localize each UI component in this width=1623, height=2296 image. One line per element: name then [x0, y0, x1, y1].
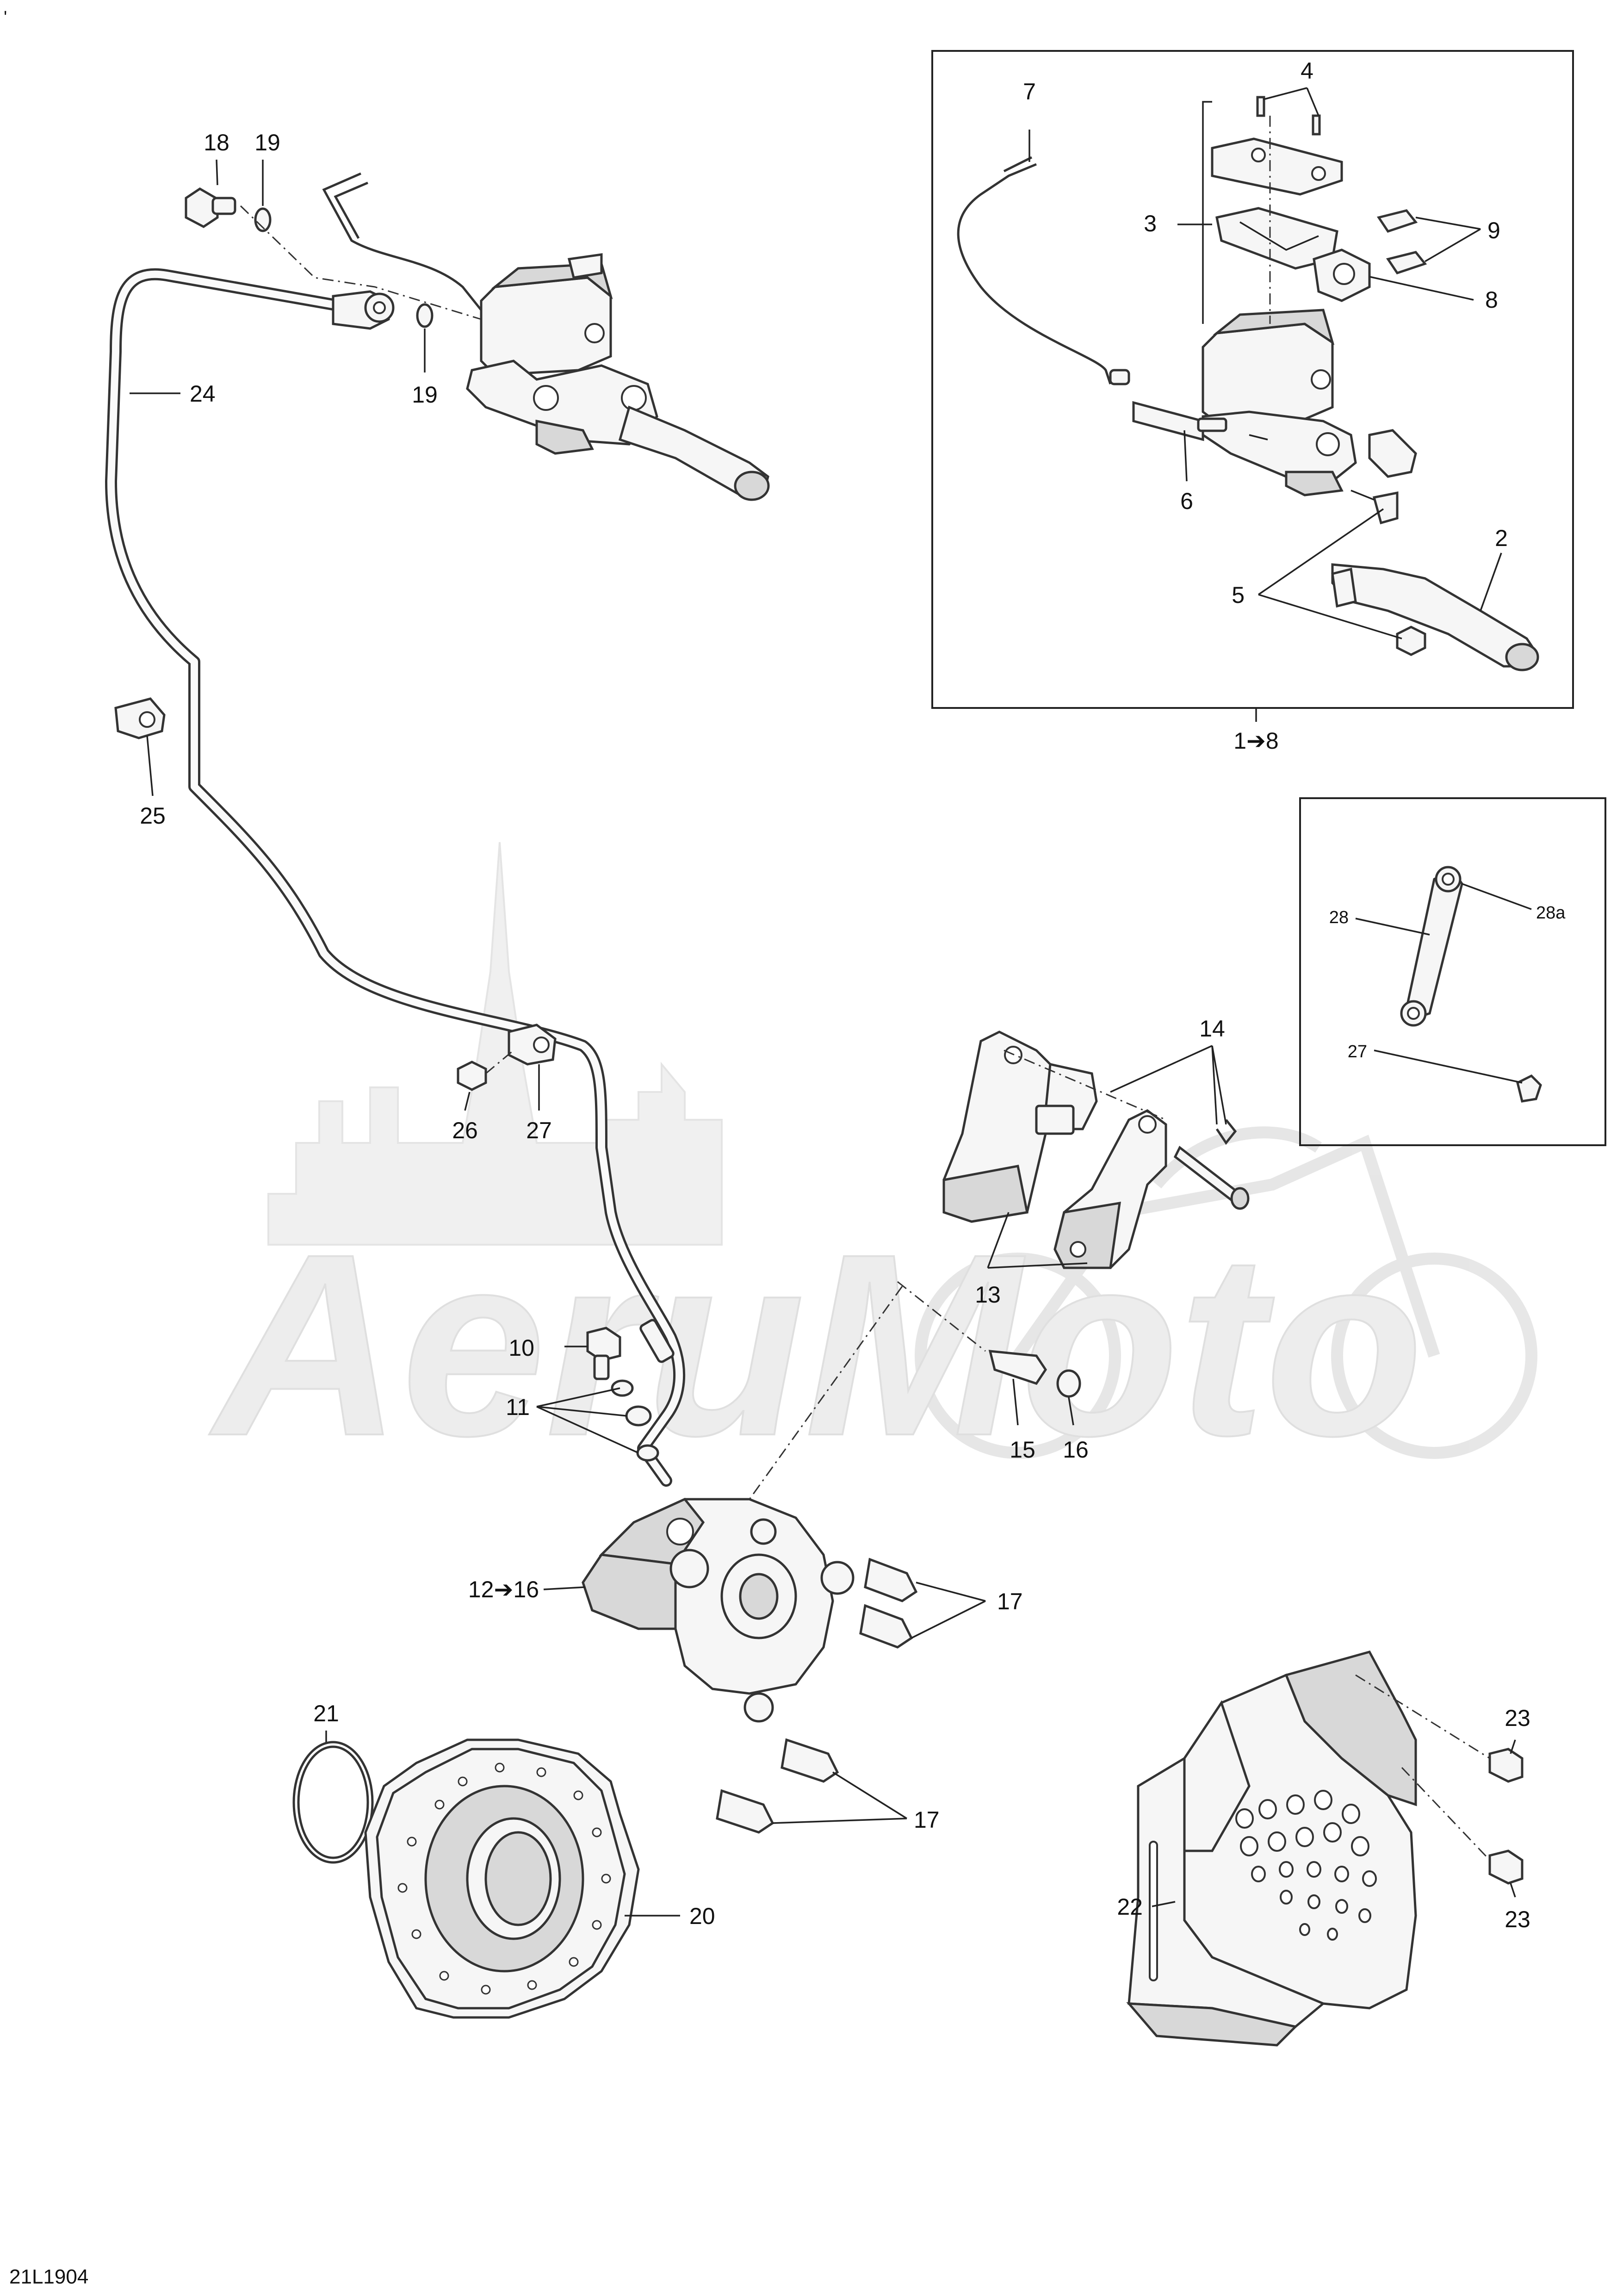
callout-1-8: 1➔8 — [1233, 728, 1279, 754]
callout-26: 26 — [452, 1117, 478, 1143]
hose-bracket — [508, 1024, 557, 1066]
master-cylinder-kit — [957, 96, 1539, 671]
banjo-bolt — [185, 187, 236, 228]
hex-nut — [457, 1061, 487, 1091]
callout-10: 10 — [508, 1335, 534, 1361]
callout-12-16: 12➔16 — [468, 1576, 539, 1602]
caliper-washer-lower — [636, 1444, 659, 1462]
sealing-washer-lower — [416, 303, 434, 328]
callout-22: 22 — [1117, 1894, 1143, 1920]
watermark: AeruMoto — [205, 842, 1537, 1490]
callout-16: 16 — [1063, 1437, 1089, 1463]
callout-28: 28 — [1329, 908, 1349, 927]
callout-21: 21 — [313, 1700, 339, 1726]
callout-25: 25 — [140, 803, 166, 829]
callout-23-lower: 23 — [1505, 1906, 1530, 1932]
hose-clip — [114, 697, 166, 739]
watermark-text: AeruMoto — [206, 1200, 1423, 1489]
torque-link-fastener — [1516, 1074, 1542, 1103]
callout-17-upper: 17 — [997, 1589, 1023, 1614]
o-ring — [292, 1741, 374, 1864]
reservoir-cover — [1211, 137, 1343, 196]
clamp-bolt-upper — [1376, 209, 1418, 233]
callout-13: 13 — [975, 1282, 1001, 1308]
callout-17-lower: 17 — [914, 1807, 940, 1833]
callout-18: 18 — [204, 130, 229, 155]
callout-6: 6 — [1180, 488, 1193, 514]
caliper-washer-upper — [611, 1379, 634, 1397]
watermark-skyline — [267, 842, 723, 1246]
callout-8: 8 — [1485, 287, 1498, 313]
callout-20: 20 — [689, 1903, 715, 1929]
master-cylinder-assembly — [322, 172, 770, 501]
caliper-bolt-upper-2 — [859, 1604, 913, 1649]
lever-pivot-bolt — [1372, 491, 1399, 525]
brake-pads — [942, 1030, 1250, 1269]
callout-24: 24 — [190, 381, 216, 407]
callout-3: 3 — [1144, 211, 1157, 236]
guard-bolt-upper — [1488, 1748, 1524, 1783]
lever-pivot-nut — [1396, 626, 1426, 656]
kit-brake-lever — [1331, 563, 1538, 668]
caliper-banjo-bolt — [586, 1327, 621, 1380]
callout-2: 2 — [1495, 525, 1508, 551]
callout-labels: 1➔8 2 3 4 5 6 7 8 9 10 11 12➔16 13 14 15… — [140, 58, 1566, 1932]
switch-wire — [322, 172, 482, 311]
caliper-bolt-upper-1 — [864, 1558, 918, 1602]
callout-15: 15 — [1010, 1437, 1035, 1463]
callout-27: 27 — [526, 1117, 552, 1143]
brake-caliper — [582, 1497, 855, 1723]
clamp-bolt-lower — [1386, 251, 1427, 274]
master-cylinder-kit-frame — [931, 50, 1574, 709]
caliper-banjo-fitting — [625, 1405, 652, 1427]
caliper-bolt-lower-2 — [716, 1789, 774, 1834]
callout-4: 4 — [1301, 58, 1313, 84]
callout-9: 9 — [1487, 217, 1500, 243]
guard-bolt-lower — [1488, 1849, 1524, 1885]
callout-19-lower: 19 — [412, 382, 438, 408]
disc-guard — [1126, 1651, 1417, 2047]
leader-lines — [130, 87, 1532, 1917]
kit-switch-wire — [957, 163, 1112, 385]
callout-7: 7 — [1023, 79, 1036, 105]
callout-14: 14 — [1199, 1016, 1225, 1042]
callout-5: 5 — [1232, 582, 1245, 608]
brake-hose — [105, 268, 686, 1487]
sealing-washer-upper — [254, 207, 272, 232]
torque-link-kit — [1400, 866, 1542, 1103]
torque-link-kit-frame — [1299, 797, 1606, 1146]
bleeder-cap — [1056, 1369, 1081, 1398]
callout-28a: 28a — [1536, 903, 1566, 923]
top-mark: ' — [4, 8, 7, 27]
bleeder-screw — [988, 1350, 1047, 1385]
torque-link — [1405, 868, 1463, 1019]
callout-27-inset: 27 — [1348, 1042, 1367, 1061]
brake-disc — [364, 1738, 640, 2019]
push-rod — [1132, 401, 1204, 441]
callout-19-upper: 19 — [254, 130, 280, 155]
pad-pin-clip — [1215, 1119, 1237, 1145]
dust-boot — [1368, 429, 1417, 478]
callout-23-upper: 23 — [1505, 1705, 1530, 1731]
callout-11: 11 — [506, 1394, 530, 1420]
diagram-code: 21L1904 — [9, 2265, 88, 2288]
caliper-bolt-lower-1 — [781, 1738, 839, 1783]
